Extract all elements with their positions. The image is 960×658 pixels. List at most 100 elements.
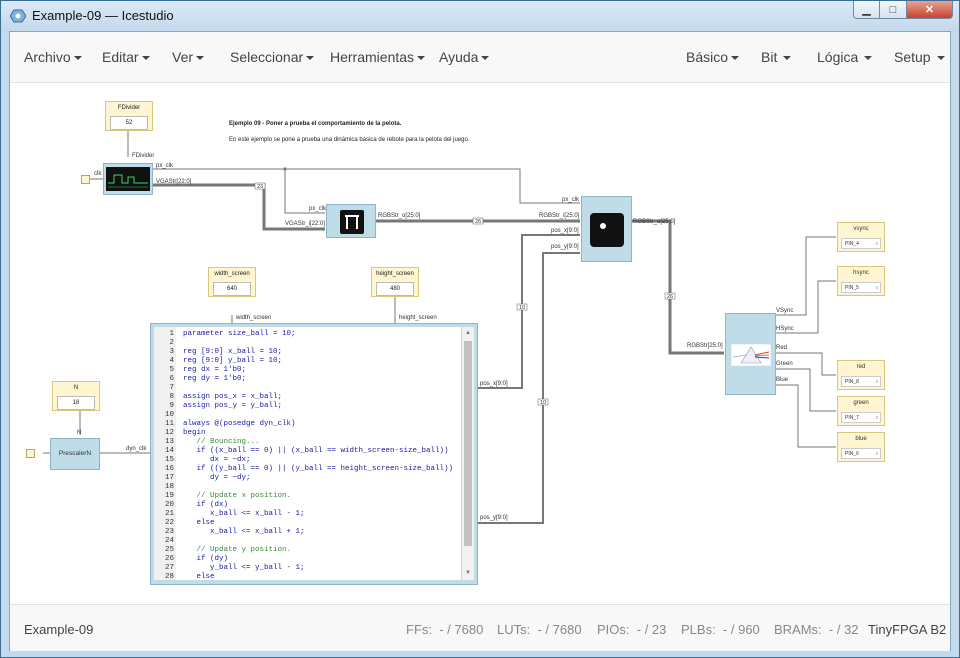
code-line[interactable]: 23 x_ball <= x_ball + 1; <box>154 528 305 537</box>
code-line[interactable]: 18 <box>154 483 183 492</box>
port-label: Blue <box>776 377 789 383</box>
rgb-split-block[interactable] <box>725 313 776 395</box>
code-line[interactable]: 17 dy = ~dy; <box>154 474 251 483</box>
code-line[interactable]: 14 if ((x_ball == 0) || (x_ball == width… <box>154 447 449 456</box>
prescaler-block[interactable]: PrescalerN <box>50 438 100 470</box>
clear-icon[interactable]: x <box>875 379 879 385</box>
scroll-up-icon[interactable]: ▲ <box>465 330 471 336</box>
code-line[interactable]: 24 <box>154 537 183 546</box>
pin-value: PIN_8 <box>845 379 859 385</box>
menu-setup[interactable]: Setup <box>894 49 945 65</box>
code-line[interactable]: 20 if (dx) <box>154 501 228 510</box>
pin-select[interactable]: PIN_8 x <box>841 376 881 387</box>
menu-editar[interactable]: Editar <box>102 49 150 65</box>
ball-draw-block[interactable] <box>581 196 632 262</box>
menu-bit[interactable]: Bit <box>761 49 792 65</box>
code-line[interactable]: 7 <box>154 384 183 393</box>
code-text: assign pos_x = x_ball; <box>183 393 283 401</box>
code-text: begin <box>183 429 206 437</box>
code-text: always @(posedge dyn_clk) <box>183 420 296 428</box>
constant-value-field[interactable]: 640 <box>213 282 251 296</box>
code-text: x_ball <= x_ball - 1; <box>183 510 305 518</box>
code-line[interactable]: 10 <box>154 411 183 420</box>
scrollbar-thumb[interactable] <box>464 341 472 546</box>
wire-red <box>776 352 836 376</box>
code-line[interactable]: 15 dx = ~dx; <box>154 456 251 465</box>
code-line[interactable]: 21 x_ball <= x_ball - 1; <box>154 510 305 519</box>
menu-label: Editar <box>102 49 139 65</box>
minimize-icon: ▁ <box>862 4 871 16</box>
input-port[interactable] <box>26 449 35 458</box>
menu-ayuda[interactable]: Ayuda <box>439 49 490 65</box>
stat-label: PIOs: <box>597 622 630 637</box>
clear-icon[interactable]: x <box>875 451 879 457</box>
code-text: y_ball <= y_ball - 1; <box>183 564 305 572</box>
code-text: reg [9:0] x_ball = 10; <box>183 348 283 356</box>
code-line[interactable]: 27 y_ball <= y_ball - 1; <box>154 564 305 573</box>
stat-value: - / 23 <box>636 622 667 637</box>
input-port-clk[interactable] <box>81 175 90 184</box>
editor-scrollbar[interactable]: ▲ ▼ <box>462 327 474 580</box>
caret-down-icon <box>306 56 315 61</box>
maximize-button[interactable]: □ <box>880 1 907 19</box>
menu-basico[interactable]: Básico <box>686 49 740 65</box>
line-number: 24 <box>164 537 174 545</box>
code-line[interactable]: 22 else <box>154 519 215 528</box>
minimize-button[interactable]: ▁ <box>853 1 880 19</box>
clear-icon[interactable]: x <box>875 415 879 421</box>
code-line[interactable]: 16 if ((y_ball == 0) || (y_ball == heigh… <box>154 465 453 474</box>
paddle-draw-block[interactable] <box>326 204 376 238</box>
bus-vgastr <box>153 183 325 231</box>
constant-n[interactable]: N 18 <box>52 381 100 411</box>
code-line[interactable]: 28 else <box>154 573 215 580</box>
constant-value-field[interactable]: 18 <box>57 396 95 410</box>
constant-value-field[interactable]: 52 <box>110 116 148 130</box>
code-line[interactable]: 19 // Update x position. <box>154 492 291 501</box>
menu-archivo[interactable]: Archivo <box>24 49 82 65</box>
constant-fdivider[interactable]: FDivider 52 <box>105 101 153 131</box>
code-line[interactable]: 2 <box>154 339 183 348</box>
menu-herramientas[interactable]: Herramientas <box>330 49 426 65</box>
constant-value-field[interactable]: 480 <box>376 282 414 296</box>
wire-blue <box>776 384 836 448</box>
menu-seleccionar[interactable]: Seleccionar <box>230 49 315 65</box>
code-line[interactable]: 13 // Bouncing... <box>154 438 260 447</box>
scope-icon <box>106 167 150 191</box>
scroll-down-icon[interactable]: ▼ <box>465 570 471 576</box>
code-line[interactable]: 26 if (dy) <box>154 555 228 564</box>
menu-ver[interactable]: Ver <box>172 49 205 65</box>
design-canvas[interactable]: 23 26 26 10 10 Ejemplo 09 - Poner a prue… <box>10 83 950 604</box>
menu-label: Ver <box>172 49 194 65</box>
constant-width-screen[interactable]: width_screen 640 <box>208 267 256 297</box>
close-button[interactable]: ✕ <box>907 1 953 19</box>
clear-icon[interactable]: x <box>875 241 879 247</box>
code-line[interactable]: 25 // Update y position. <box>154 546 291 555</box>
constant-height-screen[interactable]: height_screen 480 <box>371 267 419 297</box>
menu-logica[interactable]: Lógica <box>817 49 873 65</box>
bus-width-badge <box>254 182 266 190</box>
port-label: height_screen <box>399 315 437 321</box>
line-number: 5 <box>169 366 174 374</box>
clear-icon[interactable]: x <box>875 285 879 291</box>
vga-sync-block[interactable] <box>103 163 153 195</box>
